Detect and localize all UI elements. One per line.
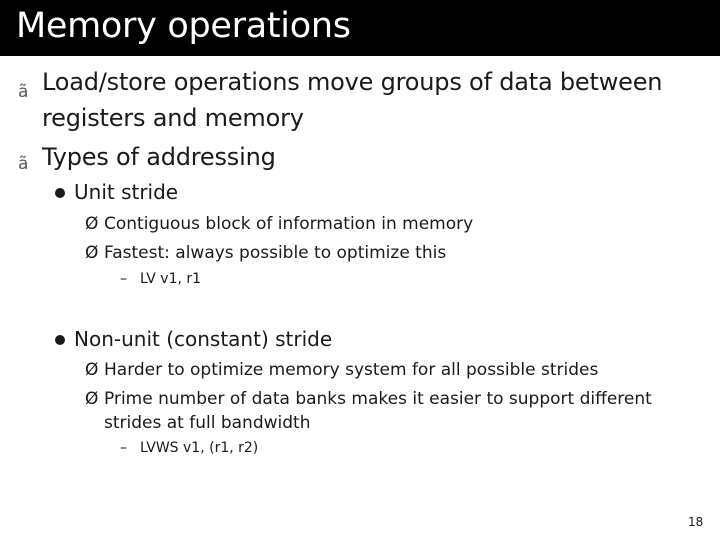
- arrow-bullet-icon: Ø: [85, 243, 99, 263]
- code-example: LV v1, r1: [140, 271, 202, 287]
- title-bar: Memory operations: [0, 0, 720, 56]
- sub-sub-bullet-text: strides at full bandwidth: [104, 413, 311, 433]
- slide-title: Memory operations: [16, 6, 351, 46]
- sub-sub-bullet-text: Harder to optimize memory system for all…: [104, 360, 599, 380]
- dash-bullet: –: [120, 440, 127, 456]
- arrow-bullet-icon: Ø: [85, 214, 99, 234]
- code-example: LVWS v1, (r1, r2): [140, 440, 259, 456]
- sub-bullet-label: Non-unit (constant) stride: [74, 327, 333, 351]
- bullet-marker: ã: [18, 82, 29, 102]
- sub-sub-bullet-text: Prime number of data banks makes it easi…: [104, 389, 652, 409]
- arrow-bullet-icon: Ø: [85, 360, 99, 380]
- round-bullet-icon: [55, 335, 65, 345]
- sub-sub-bullet-text: Fastest: always possible to optimize thi…: [104, 243, 447, 263]
- bullet-marker: ã: [18, 154, 29, 174]
- page-number: 18: [688, 515, 704, 529]
- bullet-text: Load/store operations move groups of dat…: [42, 68, 663, 96]
- dash-bullet: –: [120, 271, 127, 287]
- round-bullet-icon: [55, 188, 65, 198]
- sub-bullet-label: Unit stride: [74, 180, 179, 204]
- bullet-text: Types of addressing: [42, 143, 276, 171]
- bullet-text: registers and memory: [42, 104, 304, 132]
- sub-sub-bullet-text: Contiguous block of information in memor…: [104, 214, 474, 234]
- arrow-bullet-icon: Ø: [85, 389, 99, 409]
